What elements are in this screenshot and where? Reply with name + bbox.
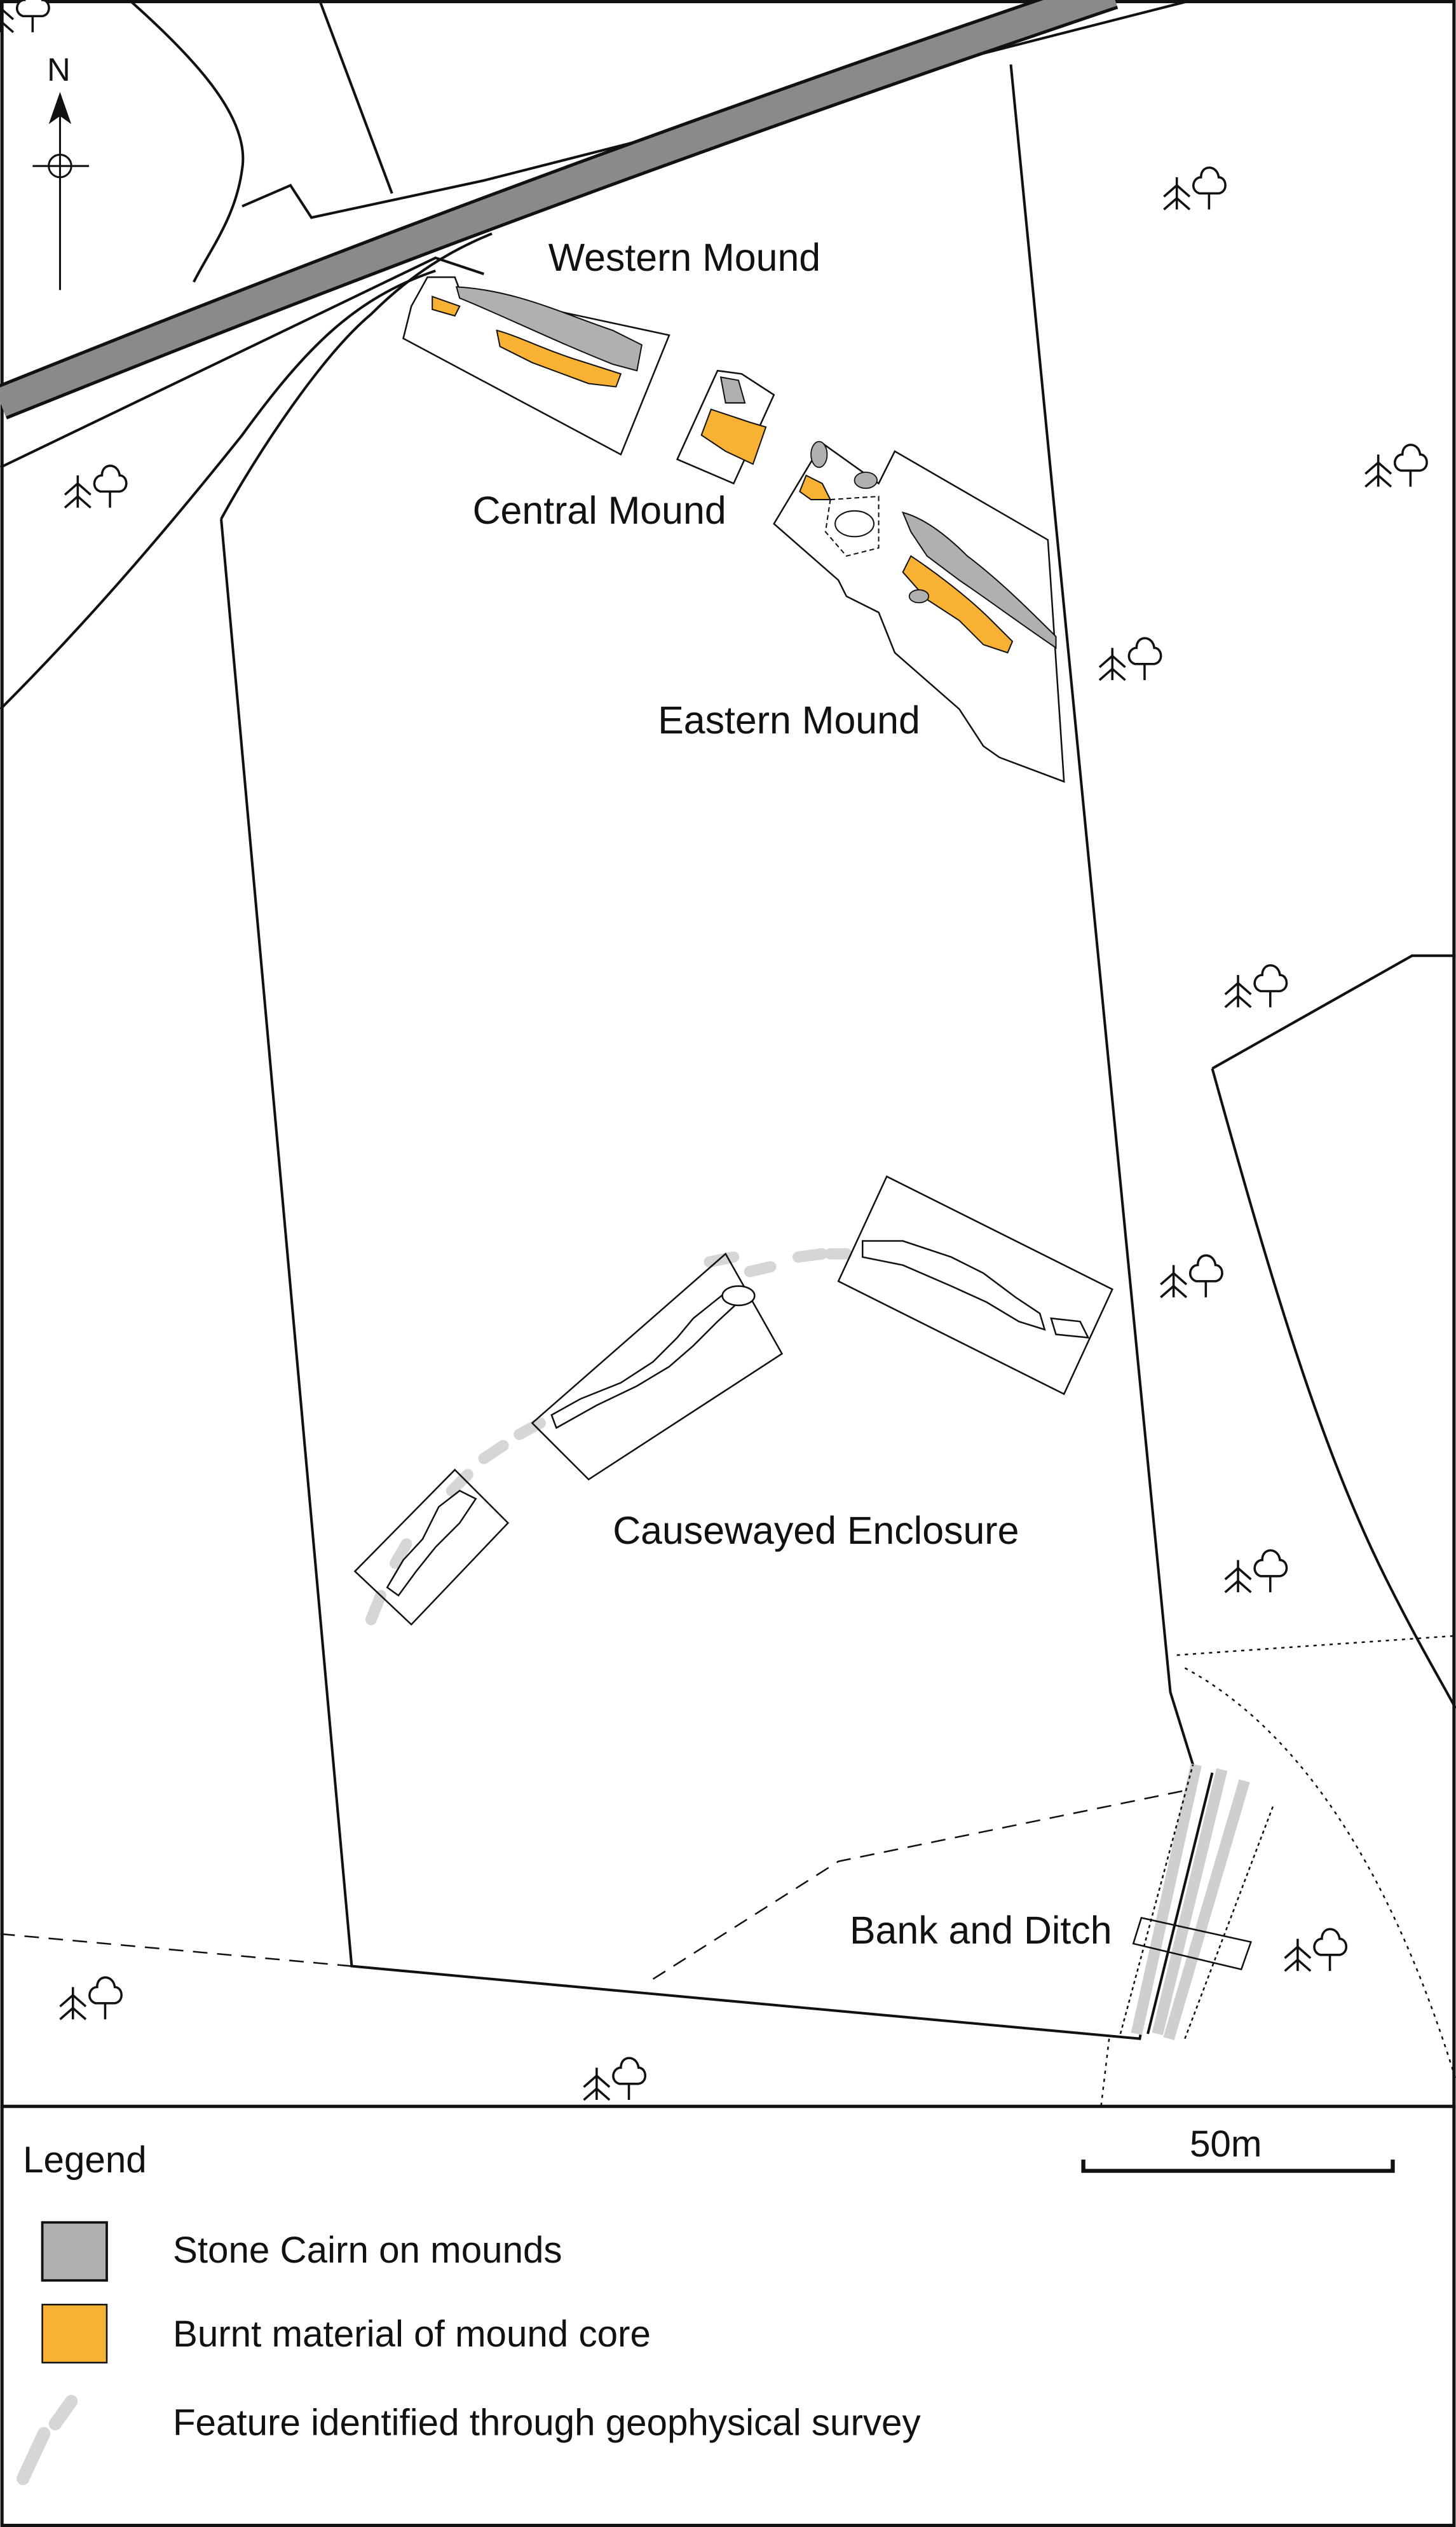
label-bank-and-ditch: Bank and Ditch	[850, 1909, 1112, 1952]
road	[0, 0, 1119, 419]
legend-title: Legend	[23, 2139, 147, 2181]
north-arrow: N	[32, 51, 90, 290]
scale-bar: 50m	[1081, 2123, 1395, 2173]
bank-and-ditch	[1119, 1763, 1275, 2041]
scale-bar-label: 50m	[1190, 2123, 1262, 2165]
legend-item-label: Stone Cairn on mounds	[173, 2230, 562, 2271]
north-label: N	[47, 51, 71, 88]
legend: Legend 50m Stone Cairn on mounds Burnt m…	[16, 2123, 1395, 2486]
north-arrow-icon	[48, 92, 72, 125]
tree-symbols	[0, 0, 1428, 2101]
western-mound	[402, 276, 670, 456]
geophysical-feature-swatch	[16, 2395, 78, 2486]
causewayed-enclosure	[353, 1175, 1113, 1626]
main-field-outline	[219, 64, 1195, 2040]
label-western-mound: Western Mound	[548, 236, 820, 279]
label-central-mound: Central Mound	[473, 489, 726, 532]
stone-cairn-swatch	[41, 2221, 108, 2282]
label-eastern-mound: Eastern Mound	[658, 698, 920, 742]
legend-item-label: Burnt material of mound core	[173, 2313, 651, 2355]
eastern-mound	[773, 440, 1065, 783]
label-causewayed-enclosure: Causewayed Enclosure	[613, 1509, 1019, 1552]
burnt-material-swatch	[41, 2303, 108, 2364]
legend-item-label: Feature identified through geophysical s…	[173, 2402, 922, 2443]
central-mound	[676, 369, 775, 485]
tree-icon	[0, 0, 50, 34]
